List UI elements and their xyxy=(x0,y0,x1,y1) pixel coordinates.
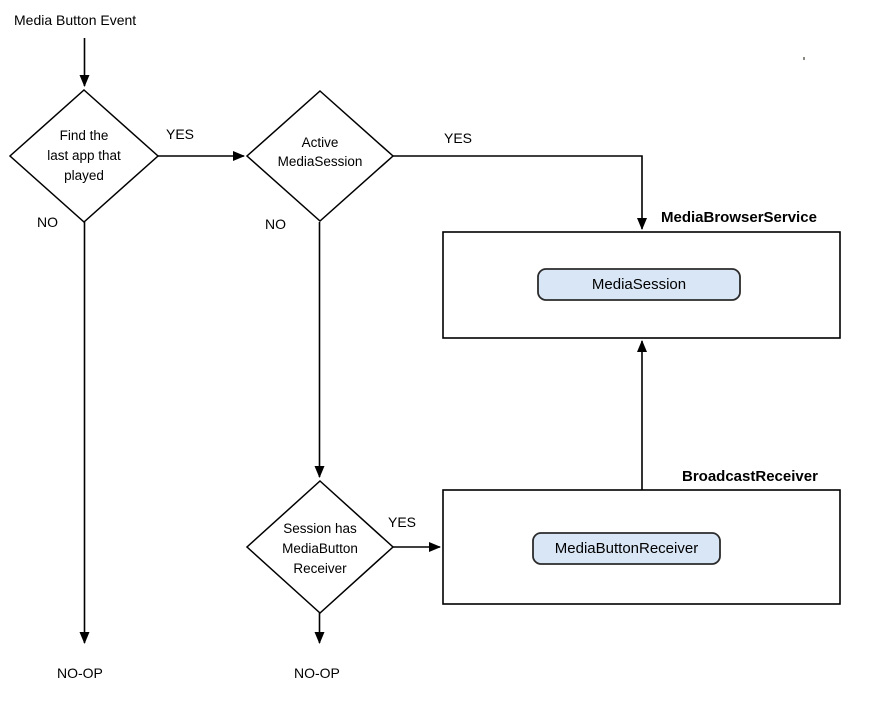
decision-find-line-2: last app that xyxy=(47,148,121,163)
edge-label-session-yes: YES xyxy=(388,514,417,530)
decision-session-line-1: Session has xyxy=(283,521,357,536)
edge-label-active-yes: YES xyxy=(444,130,473,146)
terminal-noop-left: NO-OP xyxy=(57,665,103,681)
container-mediabrowserservice-title: MediaBrowserService xyxy=(661,209,817,226)
decision-active-mediasession-label: Active MediaSession xyxy=(250,133,390,171)
node-mediasession-label: MediaSession xyxy=(591,276,687,293)
edge-label-find-no: NO xyxy=(37,214,58,230)
edge-active-yes-to-mediabrowserservice xyxy=(393,155,647,230)
edge-label-active-no: NO xyxy=(265,216,286,232)
container-broadcastreceiver-title: BroadcastReceiver xyxy=(682,468,818,485)
node-mediabuttonreceiver-label: MediaButtonReceiver xyxy=(554,540,699,557)
decision-session-line-3: Receiver xyxy=(293,561,347,576)
decision-find-last-app-shape xyxy=(8,88,160,224)
decision-active-line-2: MediaSession xyxy=(277,154,363,169)
start-label: Media Button Event xyxy=(14,12,137,28)
speck-artifact xyxy=(803,57,805,60)
decision-session-line-2: MediaButton xyxy=(282,541,358,556)
decision-session-has-receiver-shape xyxy=(245,479,395,615)
node-mediasession-shape xyxy=(537,268,741,301)
decision-session-has-receiver-label: Session has MediaButton Receiver xyxy=(250,519,390,579)
node-mediabuttonreceiver-shape xyxy=(532,532,721,565)
decision-active-mediasession-shape xyxy=(245,89,395,223)
decision-active-line-1: Active xyxy=(301,135,339,150)
decision-find-line-3: played xyxy=(64,168,104,183)
edge-label-find-yes: YES xyxy=(166,126,195,142)
terminal-noop-middle: NO-OP xyxy=(294,665,340,681)
decision-find-line-1: Find the xyxy=(59,128,109,143)
decision-find-last-app-label: Find the last app that played xyxy=(14,126,154,186)
